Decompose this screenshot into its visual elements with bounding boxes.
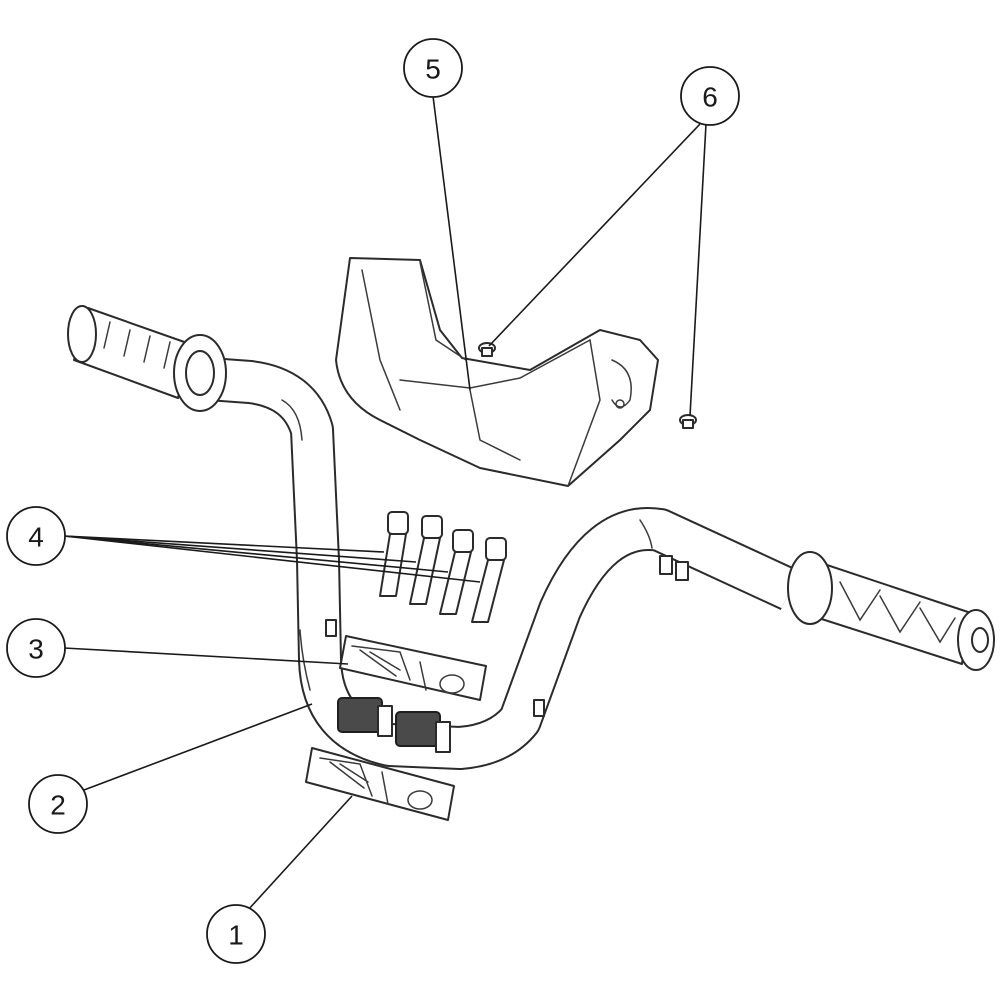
callout-3: 3 [6, 618, 66, 678]
cover-screws [478, 342, 697, 429]
handlebar [193, 356, 800, 770]
callout-3-label: 3 [28, 634, 44, 665]
callout-2: 2 [28, 774, 88, 834]
handlebar-clamp-pads [337, 697, 451, 753]
callout-1-label: 1 [228, 920, 244, 951]
callout-4: 4 [6, 506, 66, 566]
callout-6: 6 [680, 66, 740, 126]
lower-clamp [305, 747, 455, 821]
callout-2-label: 2 [50, 790, 66, 821]
handlebar-pad-cover [335, 257, 659, 487]
callout-5: 5 [403, 38, 463, 98]
upper-clamp [339, 635, 487, 701]
callout-4-label: 4 [28, 522, 44, 553]
left-grip [67, 305, 227, 412]
callout-5-label: 5 [425, 54, 441, 85]
leader-lines [63, 95, 707, 911]
callout-1: 1 [206, 904, 266, 964]
right-grip [787, 551, 995, 671]
callout-6-label: 6 [702, 82, 718, 113]
clamp-bolts [379, 511, 507, 623]
